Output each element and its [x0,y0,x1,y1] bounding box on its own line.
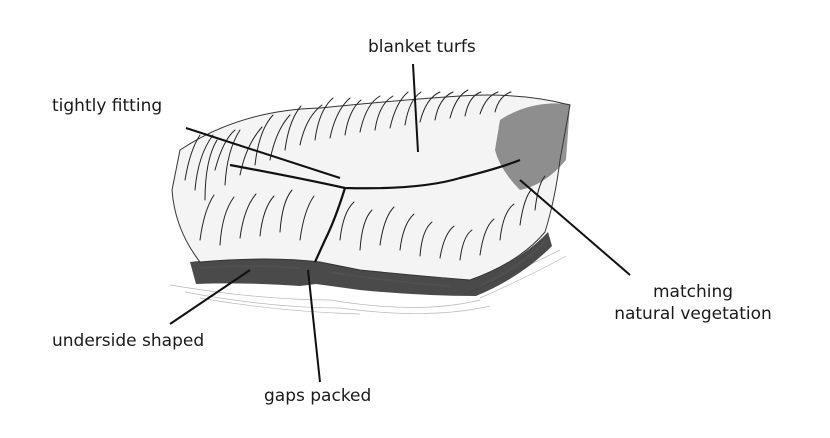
label-matching-natural-vegetation: matching natural vegetation [598,281,788,325]
grass-blades [184,89,546,261]
dark-vegetation-patch [495,103,570,190]
leader-gaps [307,269,321,383]
turf-underside [190,232,552,296]
leader-blanket-turfs [412,63,419,153]
label-blanket-turfs: blanket turfs [368,37,476,57]
label-matching-line1: matching [652,282,734,302]
leader-tightly-fitting [185,127,341,179]
leader-lines [169,63,631,383]
label-underside-shaped: underside shaped [52,331,205,351]
label-matching-line2: natural vegetation [614,304,772,324]
label-gaps-packed: gaps packed [264,386,372,406]
turf-underside-texture [199,241,546,287]
leader-underside [169,269,251,325]
label-tightly-fitting: tightly fitting [52,96,163,116]
leader-matching [519,179,631,276]
turf-seams [229,158,521,263]
